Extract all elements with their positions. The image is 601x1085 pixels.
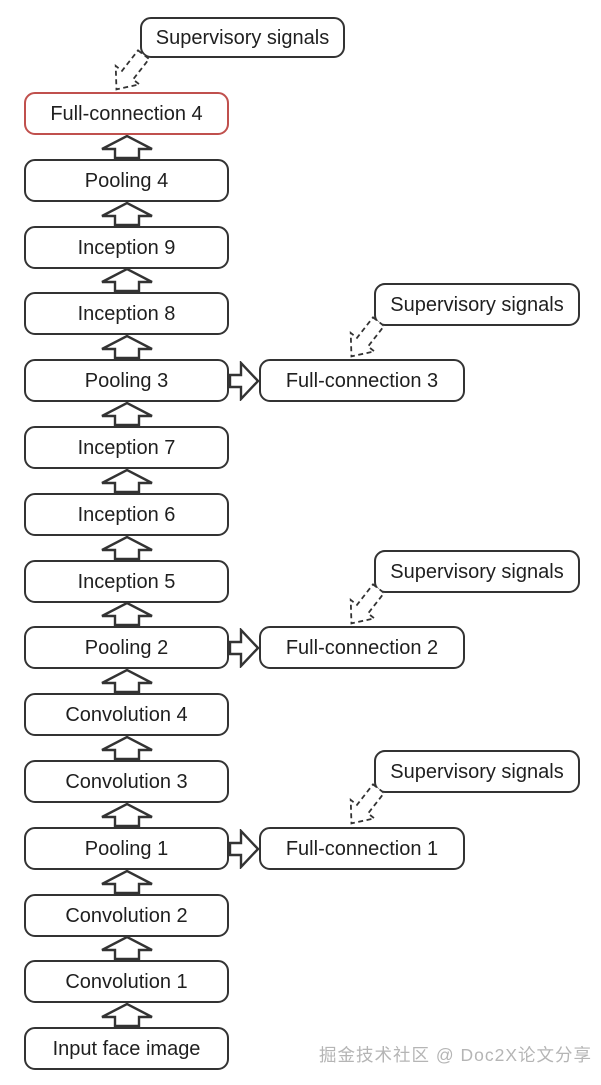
layer-box-convolution-1: Convolution 1 (24, 960, 229, 1003)
up-arrow-icon (101, 669, 153, 693)
layer-box-pooling-4: Pooling 4 (24, 159, 229, 202)
branch-label: Full-connection 2 (285, 636, 439, 659)
layer-label: Pooling 3 (84, 369, 169, 392)
up-arrow-icon (101, 469, 153, 493)
layer-label: Convolution 2 (65, 904, 188, 927)
layer-box-inception-9: Inception 9 (24, 226, 229, 269)
layer-label: Pooling 2 (84, 636, 169, 659)
layer-label: Convolution 3 (65, 770, 188, 793)
supervisory-label: Supervisory signals (155, 26, 330, 49)
watermark-text: 掘金技术社区 @ Doc2X论文分享 (318, 1045, 592, 1065)
dashed-supervisory-arrow-icon (349, 583, 386, 625)
up-arrow-icon (101, 202, 153, 226)
layer-box-inception-8: Inception 8 (24, 292, 229, 335)
layer-label: Inception 8 (77, 302, 176, 325)
up-arrow-icon (101, 135, 153, 159)
layer-label: Inception 7 (77, 436, 176, 459)
dashed-supervisory-arrow-icon (349, 783, 386, 825)
up-arrow-icon (101, 736, 153, 760)
supervisory-signals-box-top: Supervisory signals (140, 17, 345, 58)
layer-box-convolution-4: Convolution 4 (24, 693, 229, 736)
supervisory-signals-box-3: Supervisory signals (374, 283, 580, 326)
layer-box-full-connection-4: Full-connection 4 (24, 92, 229, 135)
up-arrow-icon (101, 936, 153, 960)
supervisory-label: Supervisory signals (390, 560, 564, 583)
up-arrow-icon (101, 402, 153, 426)
branch-box-full-connection-1: Full-connection 1 (259, 827, 465, 870)
up-arrow-icon (101, 602, 153, 626)
layer-box-inception-5: Inception 5 (24, 560, 229, 603)
right-arrow-icon (229, 628, 259, 668)
branch-label: Full-connection 3 (285, 369, 439, 392)
up-arrow-icon (101, 536, 153, 560)
layer-label: Inception 5 (77, 570, 176, 593)
branch-box-full-connection-3: Full-connection 3 (259, 359, 465, 402)
layer-box-input-face-image: Input face image (24, 1027, 229, 1070)
layer-label: Full-connection 4 (50, 102, 203, 125)
layer-box-convolution-2: Convolution 2 (24, 894, 229, 937)
layer-box-pooling-1: Pooling 1 (24, 827, 229, 870)
layer-box-inception-6: Inception 6 (24, 493, 229, 536)
supervisory-label: Supervisory signals (390, 293, 564, 316)
layer-box-pooling-2: Pooling 2 (24, 626, 229, 669)
supervisory-signals-box-2: Supervisory signals (374, 550, 580, 593)
dashed-supervisory-arrow-icon (114, 49, 151, 91)
supervisory-label: Supervisory signals (390, 760, 564, 783)
layer-label: Pooling 1 (84, 837, 169, 860)
layer-box-inception-7: Inception 7 (24, 426, 229, 469)
layer-label: Inception 9 (77, 236, 176, 259)
up-arrow-icon (101, 1003, 153, 1027)
dashed-supervisory-arrow-icon (349, 316, 386, 358)
up-arrow-icon (101, 335, 153, 359)
right-arrow-icon (229, 361, 259, 401)
layer-label: Pooling 4 (84, 169, 169, 192)
layer-label: Inception 6 (77, 503, 176, 526)
up-arrow-icon (101, 803, 153, 827)
layer-label: Convolution 1 (65, 970, 188, 993)
up-arrow-icon (101, 870, 153, 894)
right-arrow-icon (229, 829, 259, 869)
up-arrow-icon (101, 268, 153, 292)
layer-label: Input face image (52, 1037, 201, 1060)
branch-box-full-connection-2: Full-connection 2 (259, 626, 465, 669)
supervisory-signals-box-1: Supervisory signals (374, 750, 580, 793)
branch-label: Full-connection 1 (285, 837, 439, 860)
layer-box-convolution-3: Convolution 3 (24, 760, 229, 803)
layer-box-pooling-3: Pooling 3 (24, 359, 229, 402)
layer-label: Convolution 4 (65, 703, 188, 726)
